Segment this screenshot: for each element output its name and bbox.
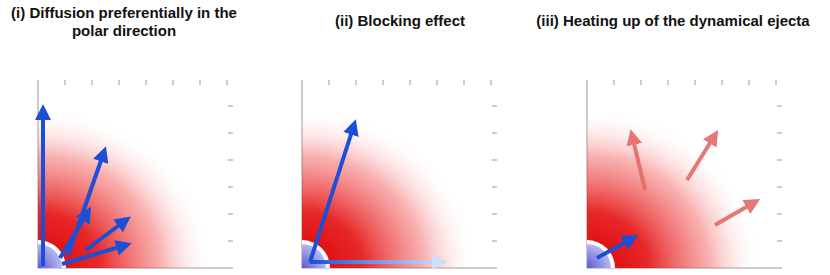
panel-title: (i) Diffusion preferentially in the pola… [4,4,244,40]
panel-blocking [127,80,497,275]
panel-title: (iii) Heating up of the dynamical ejecta [520,12,826,30]
panel-heating [412,80,782,275]
panel-polar-diffusion [0,80,233,275]
panel-title: (ii) Blocking effect [290,12,510,30]
